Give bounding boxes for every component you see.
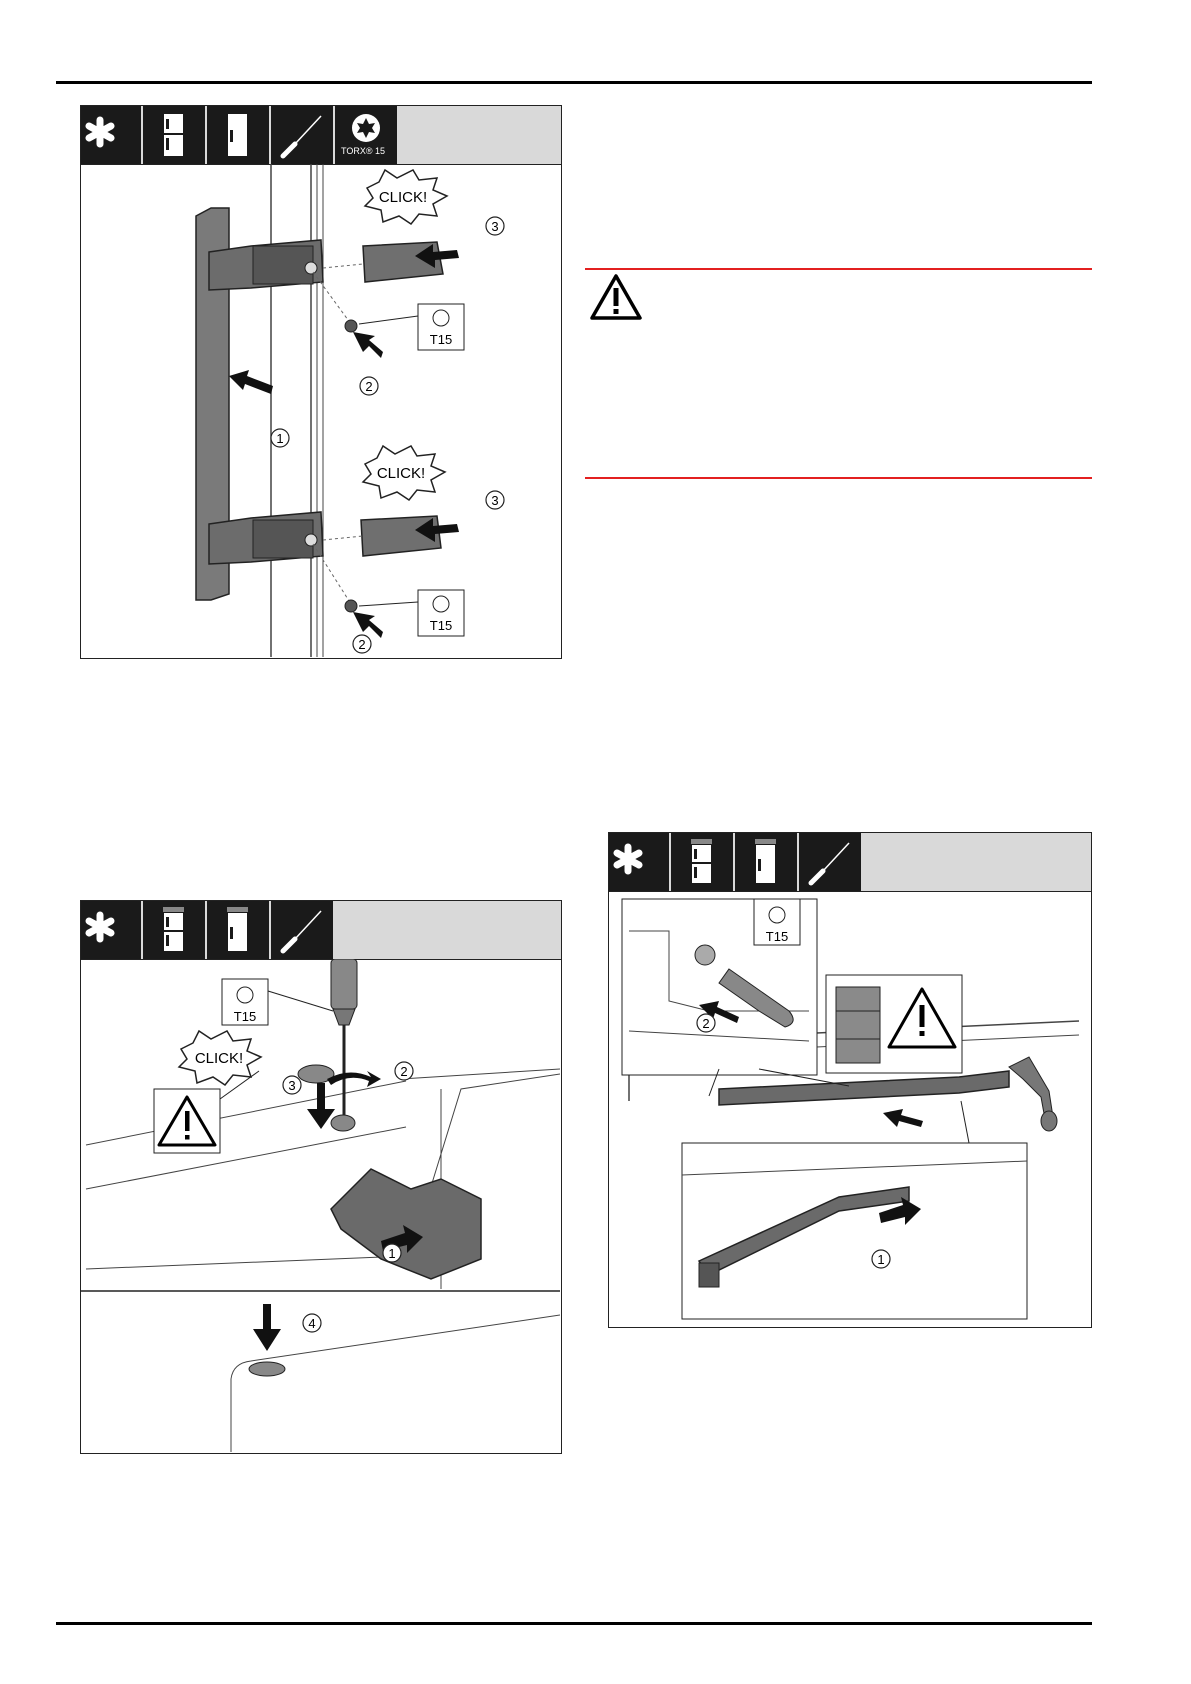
fridge-icon [735, 833, 797, 891]
step-1-label: 1 [388, 1246, 395, 1261]
step-2-label: 2 [400, 1064, 407, 1079]
torx-label: T15 [430, 332, 452, 347]
top-rule [56, 81, 1092, 84]
hinge-insert-illustration: T15 2 1 [609, 891, 1091, 1327]
step-3-label: 3 [288, 1078, 295, 1093]
step-1-label: 1 [276, 431, 283, 446]
handle-mounting-figure: TORX® 15 [80, 105, 562, 659]
hinge-illustration: CLICK! T15 2 3 [81, 959, 561, 1453]
fridge-freezer-icon [143, 901, 205, 959]
fridge-freezer-icon [143, 106, 205, 164]
hinge [331, 1169, 481, 1279]
torx-label: T15 [766, 929, 788, 944]
hinge-rail [719, 1071, 1009, 1105]
step-3-label: 3 [491, 493, 498, 508]
step-2-label: 2 [358, 637, 365, 652]
step-3-label: 3 [491, 219, 498, 234]
step-4-label: 4 [308, 1316, 315, 1331]
asterisk-icon [609, 833, 669, 891]
click-label: CLICK! [379, 189, 427, 206]
fridge-freezer-icon [671, 833, 733, 891]
fridge-icon [207, 901, 269, 959]
step-2-label: 2 [702, 1016, 709, 1031]
torx-label: T15 [430, 618, 452, 633]
click-label: CLICK! [377, 465, 425, 482]
torx-callout: T15 [359, 304, 464, 350]
panel-header: TORX® 15 [81, 106, 561, 165]
arrow-icon [229, 370, 273, 394]
torx-callout: T15 [222, 979, 333, 1025]
click-burst-icon: CLICK! [179, 1031, 261, 1085]
hinge-cover-figure: CLICK! T15 2 3 [80, 900, 562, 1454]
step-1-label: 1 [877, 1252, 884, 1267]
arrow-icon [353, 332, 383, 358]
arrow-icon [327, 1071, 381, 1087]
bottom-rule [56, 1622, 1092, 1625]
hinge-insert-figure: T15 2 1 [608, 832, 1092, 1328]
arrow-icon [353, 612, 383, 638]
arrow-icon [253, 1304, 281, 1351]
asterisk-icon [81, 901, 141, 959]
handle-illustration: CLICK! CLICK! 3 3 2 2 1 T15 [81, 164, 561, 658]
asterisk-icon [81, 106, 141, 164]
screwdriver-icon [799, 833, 861, 891]
warning-rule-bottom [585, 477, 1092, 479]
panel-header [609, 833, 1091, 892]
warning-rule-top [585, 268, 1092, 270]
torx-icon: TORX® 15 [335, 106, 397, 164]
arrow-icon [883, 1109, 923, 1127]
screwdriver-icon [271, 106, 333, 164]
torx-label: T15 [234, 1009, 256, 1024]
click-burst-icon: CLICK! [363, 446, 445, 500]
torx-badge-label: TORX® 15 [341, 146, 385, 156]
step-2-label: 2 [365, 379, 372, 394]
warning-icon [154, 1071, 259, 1153]
click-label: CLICK! [195, 1050, 243, 1067]
warning-icon [589, 273, 643, 321]
fridge-icon [207, 106, 269, 164]
click-burst-icon: CLICK! [365, 170, 447, 224]
screwdriver-icon [271, 901, 333, 959]
panel-header [81, 901, 561, 960]
